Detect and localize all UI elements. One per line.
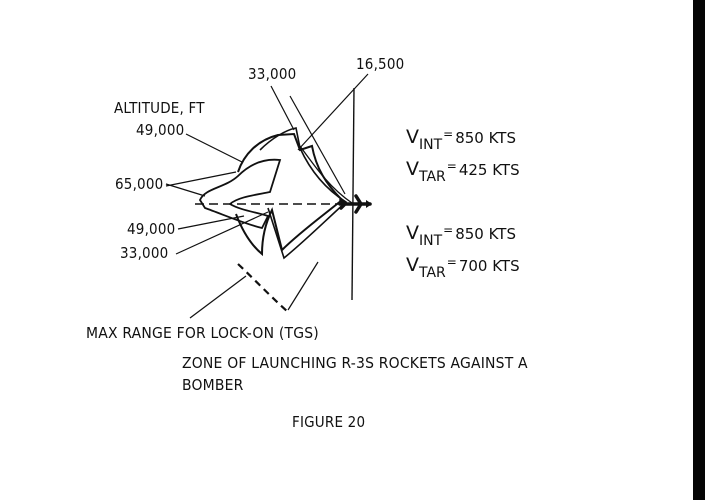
leader-49000-top xyxy=(185,133,243,163)
leader-min-range xyxy=(287,261,319,311)
upper-vint-value: 850 KTS xyxy=(455,129,516,147)
figure-number: FIGURE 20 xyxy=(292,413,366,431)
label-65000-ft: 65,000 xyxy=(115,175,164,193)
leader-65000-b xyxy=(165,171,237,187)
label-49000-ft-top: 49,000 xyxy=(136,121,185,139)
label-33000-ft-top: 33,000 xyxy=(248,65,297,83)
altitude-heading: ALTITUDE, FT xyxy=(114,99,205,117)
leader-16500 xyxy=(297,73,369,151)
caption-line-2: BOMBER xyxy=(182,376,244,394)
lower-vtar: VTAR=700 KTS xyxy=(406,254,520,281)
leader-max-range xyxy=(189,275,247,319)
leader-49000-bottom xyxy=(177,215,245,230)
leader-33000-top xyxy=(270,85,295,131)
label-16500-ft: 16,500 xyxy=(356,55,405,73)
max-range-dashed-arc xyxy=(237,263,289,313)
caption-line-1: ZONE OF LAUNCHING R-3S ROCKETS AGAINST A xyxy=(182,354,528,372)
target-vertical-axis xyxy=(351,87,355,301)
label-33000-ft-bottom: 33,000 xyxy=(120,244,169,262)
leader-33000-bottom xyxy=(175,211,269,255)
leader-33000-top-b xyxy=(289,95,346,195)
bomber-aircraft-icon xyxy=(338,194,372,214)
envelope-49000-ft xyxy=(235,132,344,257)
upper-vint: VINT=850 KTS xyxy=(406,126,516,153)
lower-vtar-value: 700 KTS xyxy=(458,257,520,275)
leader-lines xyxy=(165,73,369,319)
label-49000-ft-bottom: 49,000 xyxy=(127,220,176,238)
envelope-33000-ft xyxy=(259,127,348,260)
lower-vint: VINT=850 KTS xyxy=(406,222,516,249)
scan-page-edge xyxy=(693,0,705,500)
upper-vtar-value: 425 KTS xyxy=(458,161,520,179)
envelope-16500-ft xyxy=(299,145,353,204)
lower-vint-value: 850 KTS xyxy=(455,225,516,243)
max-range-label: MAX RANGE FOR LOCK-ON (TGS) xyxy=(86,324,319,342)
upper-vtar: VTAR=425 KTS xyxy=(406,158,520,185)
envelope-65000-ft xyxy=(198,158,282,230)
leader-65000-a xyxy=(165,183,206,197)
